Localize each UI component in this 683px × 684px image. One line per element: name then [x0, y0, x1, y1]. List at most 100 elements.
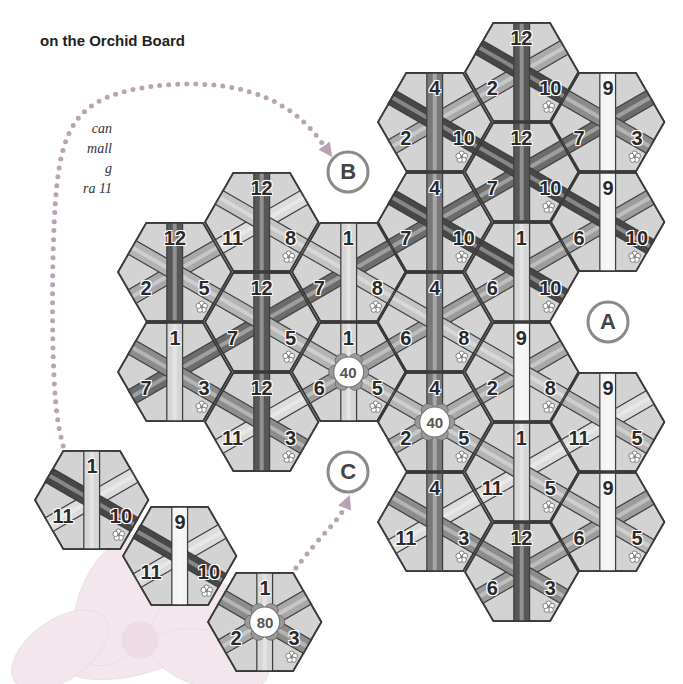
orchid-icon — [196, 401, 208, 412]
color-bar — [514, 423, 529, 522]
tile-number: 3 — [285, 428, 296, 448]
tile-bars — [478, 523, 565, 622]
bonus-points: 40 — [340, 365, 357, 380]
orchid-dot — [547, 406, 550, 409]
color-bar — [428, 273, 443, 372]
orchid-dot — [460, 256, 463, 259]
color-bar — [601, 73, 616, 172]
tile-number: 1 — [259, 578, 270, 598]
orchid-petal — [369, 303, 374, 308]
tile-bars — [478, 323, 565, 422]
tile-number: 9 — [602, 78, 613, 98]
badge-center — [250, 607, 280, 637]
tile-number: 6 — [400, 328, 411, 348]
color-bar — [601, 473, 616, 572]
orchid-icon — [543, 101, 555, 112]
orchid-petal — [629, 553, 634, 558]
spot-letter: B — [340, 161, 356, 183]
orchid-dot — [201, 306, 204, 309]
tile-bars — [222, 573, 309, 672]
orchid-icon — [283, 351, 295, 362]
tile-number: 10 — [626, 228, 648, 248]
orchid-icon — [456, 251, 468, 262]
orchid-dot — [547, 206, 550, 209]
tile-bars — [218, 273, 305, 372]
tile-number: 6 — [573, 228, 584, 248]
orchid-dot — [287, 356, 290, 359]
tile-number: 11 — [222, 428, 243, 448]
bar-edge — [513, 223, 530, 322]
tile-number: 9 — [602, 478, 613, 498]
tile-number: 2 — [230, 628, 241, 648]
orchid-dot — [460, 156, 463, 159]
orchid-petal — [456, 353, 461, 358]
orchid-petal — [283, 353, 288, 358]
tile-number: 6 — [487, 578, 498, 598]
tile-number: 3 — [631, 128, 642, 148]
orchid-dot — [201, 406, 204, 409]
hex-border — [123, 507, 236, 605]
orchid-dot — [634, 256, 637, 259]
tile-number: 5 — [545, 478, 556, 498]
bar-edge — [83, 451, 100, 550]
tile-bars — [137, 507, 224, 606]
hex-border — [208, 573, 321, 671]
tile-number: 9 — [602, 378, 613, 398]
orchid-dot — [634, 156, 637, 159]
color-bar — [173, 507, 188, 606]
bar-edge — [340, 323, 357, 422]
tile-bars — [305, 323, 392, 422]
tile-number: 1 — [343, 228, 354, 248]
tile-bars — [565, 473, 652, 572]
orchid-dot — [287, 256, 290, 259]
tile-number: 1 — [343, 328, 354, 348]
hex-outline — [208, 573, 321, 671]
tile-number: 9 — [174, 512, 185, 532]
bar-edge — [426, 473, 443, 572]
orchid-petal — [196, 403, 201, 408]
orchid-icon — [456, 351, 468, 362]
bar-edge — [256, 573, 273, 672]
orchid-icon — [543, 201, 555, 212]
tile-number: 3 — [458, 528, 469, 548]
tile-bars — [391, 73, 478, 172]
bar-edge — [171, 507, 188, 606]
orchid-dot — [547, 106, 550, 109]
tile-number: 11 — [222, 228, 243, 248]
orchid-petal — [196, 303, 201, 308]
bar-edge — [599, 373, 616, 472]
color-bar — [341, 223, 356, 322]
orchid-dot — [287, 456, 290, 459]
tile-bars — [49, 451, 136, 550]
tile-number: 10 — [539, 278, 561, 298]
orchid-icon — [369, 401, 381, 412]
orchid-petal — [543, 203, 548, 208]
circle-outline — [588, 302, 628, 342]
tile-number: 12 — [510, 128, 532, 148]
dotted-arrow — [296, 499, 348, 568]
color-bar — [514, 323, 529, 422]
tile-number: 1 — [516, 228, 527, 248]
orchid-petal — [286, 653, 291, 658]
tile-number: 8 — [545, 378, 556, 398]
tile-number: 4 — [429, 278, 440, 298]
note-text: ra 11 — [83, 182, 112, 196]
bar-edge — [166, 323, 183, 422]
tile-number: 4 — [429, 378, 440, 398]
orchid-icon — [543, 601, 555, 612]
tile-number: 12 — [510, 28, 532, 48]
tile-number: 11 — [395, 528, 416, 548]
badge-center — [420, 407, 450, 437]
tile-bars — [565, 173, 652, 272]
tile-bars — [478, 423, 565, 522]
hex-border — [465, 523, 578, 621]
bonus-badge — [328, 354, 368, 391]
tile-number: 7 — [487, 178, 498, 198]
orchid-icon — [196, 301, 208, 312]
tile-number: 5 — [458, 428, 469, 448]
orchid-petal — [283, 453, 288, 458]
bar-edge — [513, 323, 530, 422]
bar-edge — [599, 73, 616, 172]
orchid-icon — [456, 151, 468, 162]
